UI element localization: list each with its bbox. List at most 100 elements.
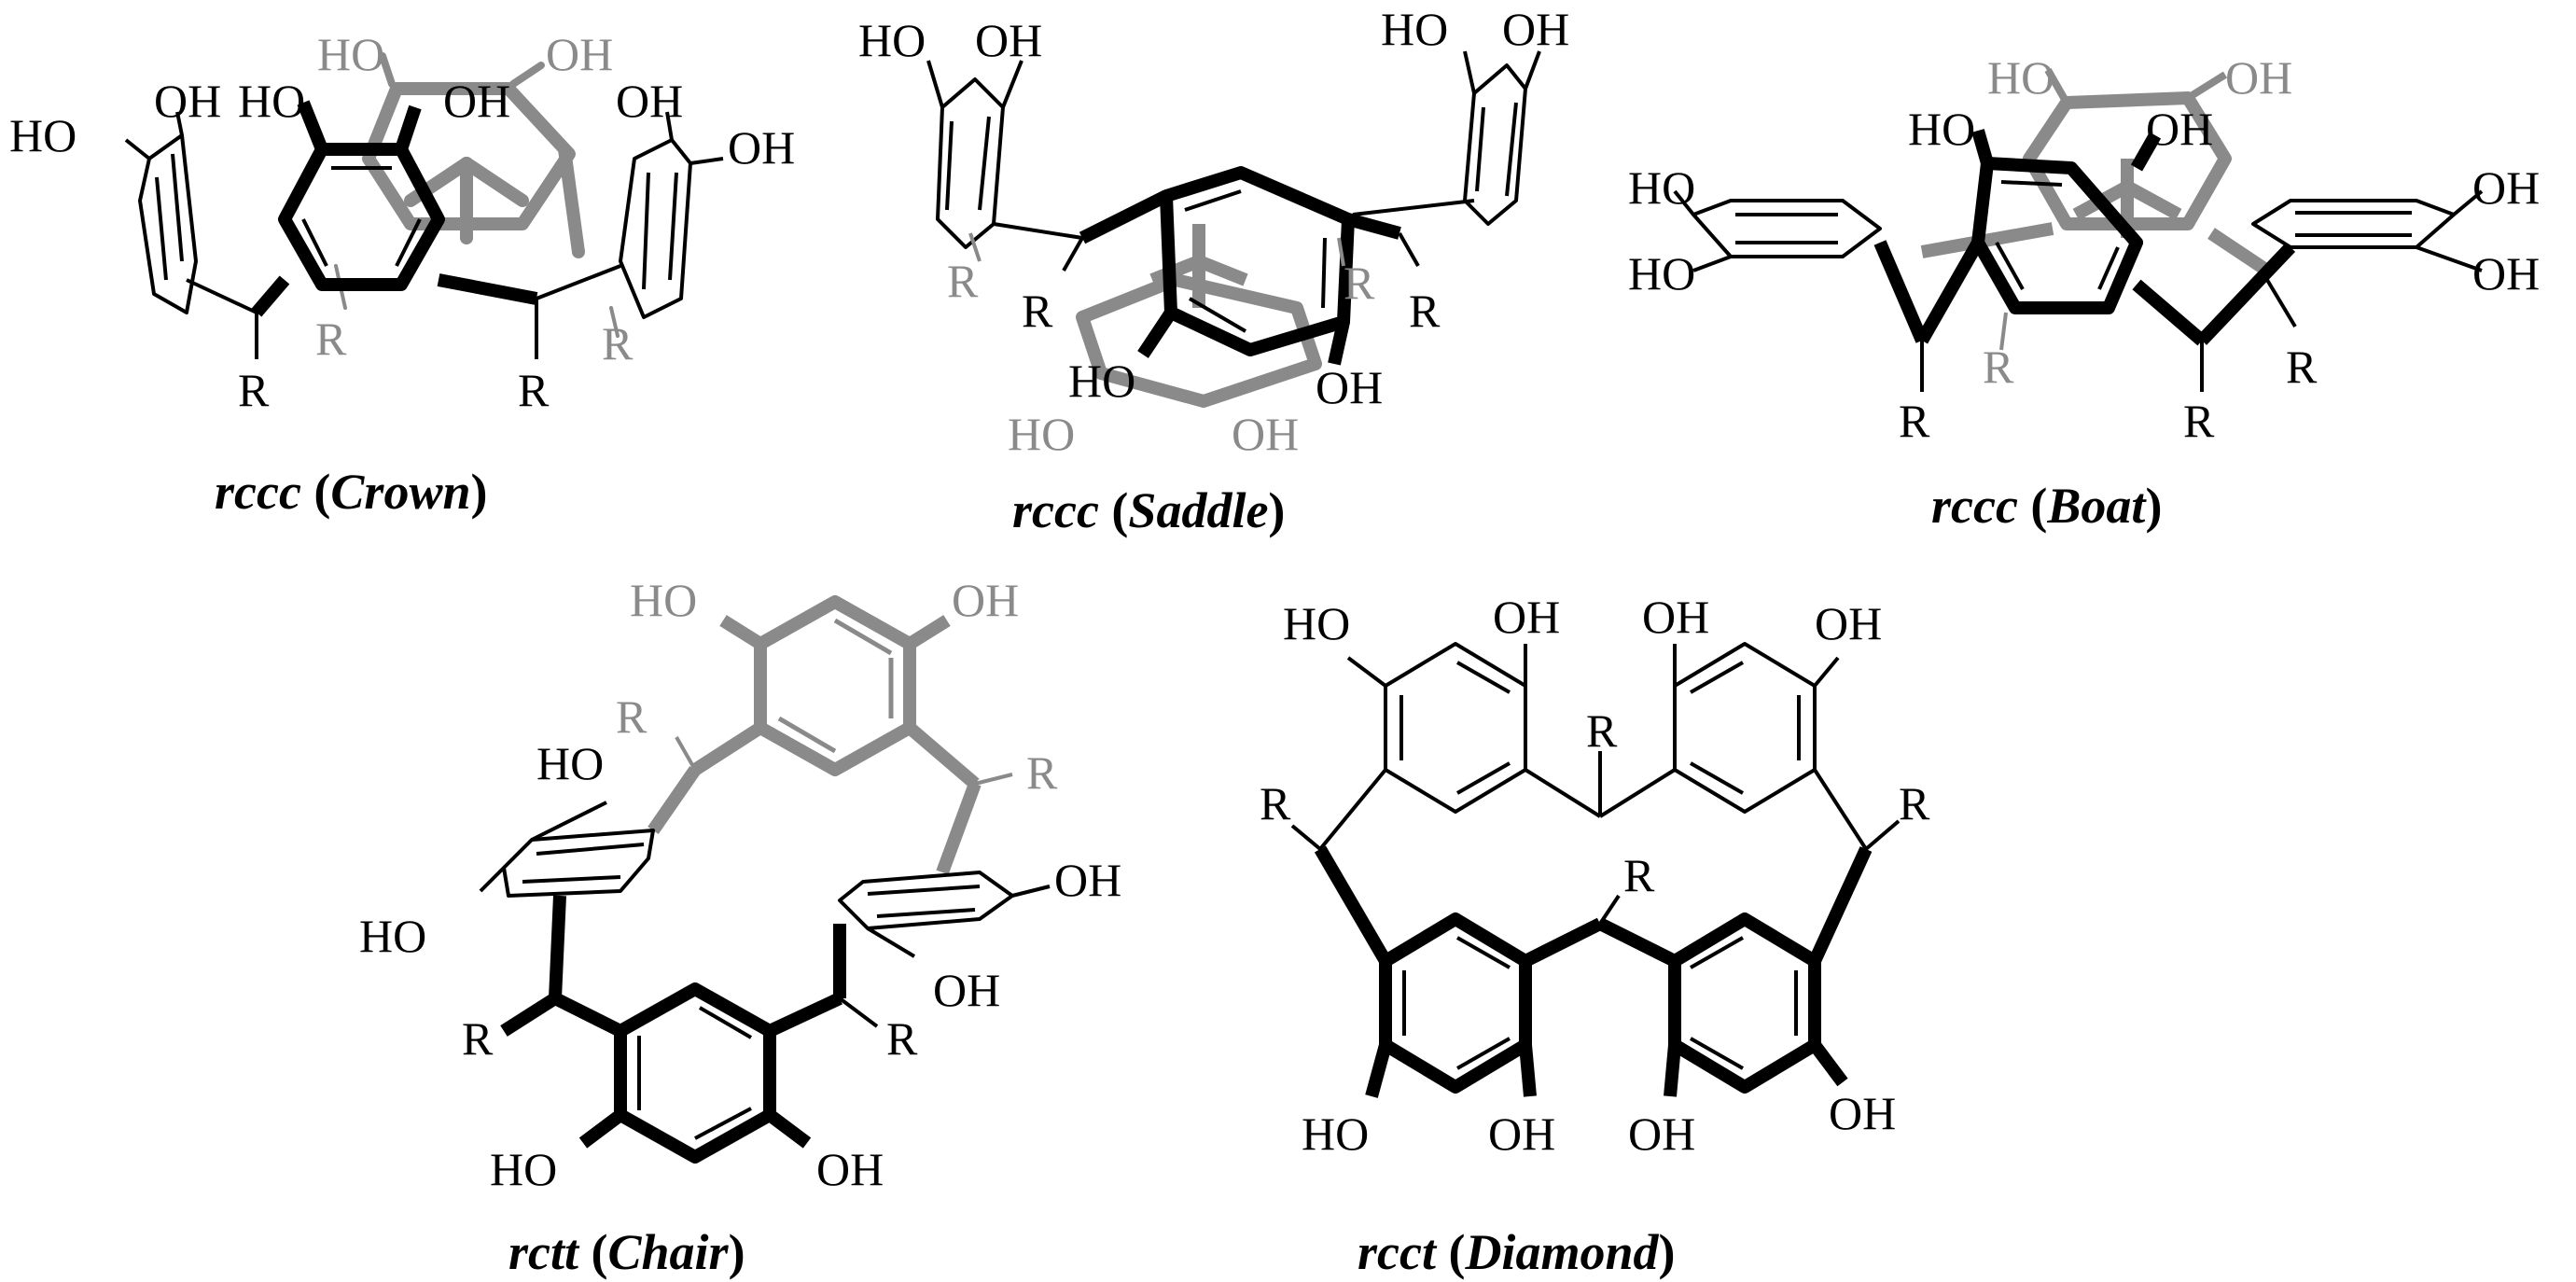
crown-oh-1: OH [154, 75, 221, 127]
saddle-oh-back: OH [1232, 408, 1299, 460]
boat-oh-2: OH [2472, 161, 2540, 214]
crown-front-ring-inner [301, 166, 422, 267]
saddle-oh-1: OH [975, 14, 1042, 66]
diamond-ho-2: HO [1302, 1108, 1369, 1160]
saddle-oh-2: OH [1502, 3, 1569, 55]
boat-left-ring [1673, 189, 1882, 272]
caption-boat-stereo: rccc [1931, 478, 2018, 534]
diamond-labels: HO OH OH OH R R R R HO OH OH OH [1260, 591, 1930, 1160]
crown-front-ring [251, 100, 538, 317]
saddle-r-back-1: R [947, 255, 979, 307]
boat-ho-2: HO [1628, 161, 1695, 214]
crown-ho-back: HO [317, 28, 384, 80]
diamond-r-4: R [1623, 849, 1655, 901]
boat-subst-bonds [1920, 278, 2297, 392]
structure-saddle: HO OH HO OH R R R R HO OH HO OH rccc (Sa… [858, 3, 1569, 538]
chair-oh-3: OH [816, 1143, 884, 1195]
caption-chair-stereo: rctt [508, 1224, 580, 1280]
boat-oh-1: OH [2146, 103, 2213, 155]
boat-r-2: R [2183, 395, 2215, 447]
chair-left-ring [479, 801, 655, 898]
saddle-front-ring [1079, 166, 1401, 366]
saddle-left-ring [926, 60, 1083, 249]
saddle-ho-1: HO [858, 14, 926, 66]
saddle-ho-back: HO [1008, 408, 1075, 460]
saddle-right-ring [1352, 50, 1541, 226]
structure-boat: HO OH HO OH HO HO OH OH R R R R rccc (Bo… [1628, 51, 2540, 534]
saddle-ho-3: HO [1068, 355, 1135, 407]
chair-back-ring [647, 595, 982, 875]
chair-oh-back: OH [952, 574, 1019, 626]
boat-r-1: R [1899, 395, 1930, 447]
chair-front-ring-inner [637, 996, 879, 1140]
saddle-oh-3: OH [1316, 361, 1383, 413]
crown-oh-back: OH [546, 28, 613, 80]
saddle-r-2: R [1409, 285, 1441, 337]
caption-saddle-stereo: rccc [1012, 482, 1099, 538]
crown-labels: HO OH HO OH OH OH HO OH R R R R [9, 28, 795, 416]
crown-oh-3: OH [443, 75, 510, 127]
caption-crown: rccc (Crown) [215, 464, 487, 520]
chair-r-2: R [886, 1012, 918, 1065]
structure-crown: HO OH HO OH OH OH HO OH R R R R rccc (Cr… [9, 28, 795, 520]
chair-oh-2: OH [933, 964, 1000, 1016]
chair-ho-2: HO [359, 910, 426, 962]
boat-ho-1: HO [1908, 103, 1975, 155]
diamond-r-3: R [1899, 777, 1930, 829]
saddle-subst-bonds [968, 232, 1420, 272]
crown-r-3: R [518, 364, 550, 416]
chair-r-back-2: R [1026, 746, 1058, 799]
crown-r-1: R [238, 364, 270, 416]
chair-front-ring [500, 895, 846, 1164]
saddle-r-back-2: R [1344, 257, 1375, 309]
boat-oh-3: OH [2472, 247, 2540, 300]
caption-chair: rctt (Chair) [508, 1224, 745, 1280]
chair-r-1: R [462, 1012, 494, 1065]
caption-crown-stereo: rccc [215, 464, 301, 520]
chair-ho-3: HO [490, 1143, 557, 1195]
crown-ho-2: HO [238, 75, 305, 127]
diamond-r-1: R [1586, 704, 1618, 757]
diamond-oh-3: OH [1815, 597, 1882, 649]
caption-diamond-stereo: rcct [1358, 1224, 1438, 1280]
chair-ho-back: HO [630, 574, 697, 626]
caption-diamond: rcct (Diamond) [1358, 1224, 1675, 1280]
diamond-top-rings [1290, 642, 1901, 851]
chair-ho-1: HO [536, 737, 604, 789]
crown-r-4: R [602, 317, 634, 369]
structure-chair: HO OH R R HO HO OH OH R R HO OH rctt (Ch… [359, 574, 1121, 1280]
boat-r-back: R [1983, 341, 2014, 393]
caption-boat: rccc (Boat) [1931, 478, 2162, 534]
caption-saddle: rccc (Saddle) [1012, 482, 1285, 538]
crown-left-ring [124, 111, 258, 359]
boat-ho-3: HO [1628, 247, 1695, 300]
diamond-oh-5: OH [1628, 1108, 1695, 1160]
crown-back-ring [334, 52, 620, 338]
chair-oh-1: OH [1054, 854, 1121, 906]
saddle-ho-2: HO [1381, 3, 1448, 55]
saddle-labels: HO OH HO OH R R R R HO OH HO OH [858, 3, 1569, 460]
caption-diamond-conformer: Diamond [1464, 1224, 1659, 1280]
caption-chair-conformer: Chair [607, 1224, 729, 1280]
diamond-oh-2: OH [1642, 591, 1709, 643]
caption-saddle-conformer: Saddle [1128, 482, 1268, 538]
diamond-bottom-rings-inner [1402, 894, 1798, 1070]
crown-ho-left: HO [9, 109, 77, 161]
chair-back-ring-inner [675, 618, 1013, 786]
diamond-bottom-rings [1314, 845, 1873, 1098]
caption-crown-conformer: Crown [330, 464, 470, 520]
crown-oh-5: OH [728, 121, 795, 174]
diamond-oh-1: OH [1493, 591, 1560, 643]
crown-oh-4: OH [616, 75, 683, 127]
structure-diamond: HO OH OH OH R R R R HO OH OH OH rcct (Di… [1260, 591, 1930, 1280]
boat-ho-back: HO [1987, 51, 2054, 104]
diamond-oh-6: OH [1829, 1087, 1896, 1139]
diamond-r-2: R [1260, 777, 1291, 829]
chair-labels: HO OH R R HO HO OH OH R R HO OH [359, 574, 1121, 1195]
boat-front-ring [1873, 129, 2296, 346]
crown-right-ring [535, 111, 724, 359]
diamond-oh-4: OH [1488, 1108, 1555, 1160]
boat-r-3: R [2286, 341, 2318, 393]
boat-front-ring-inner [1995, 180, 2120, 290]
